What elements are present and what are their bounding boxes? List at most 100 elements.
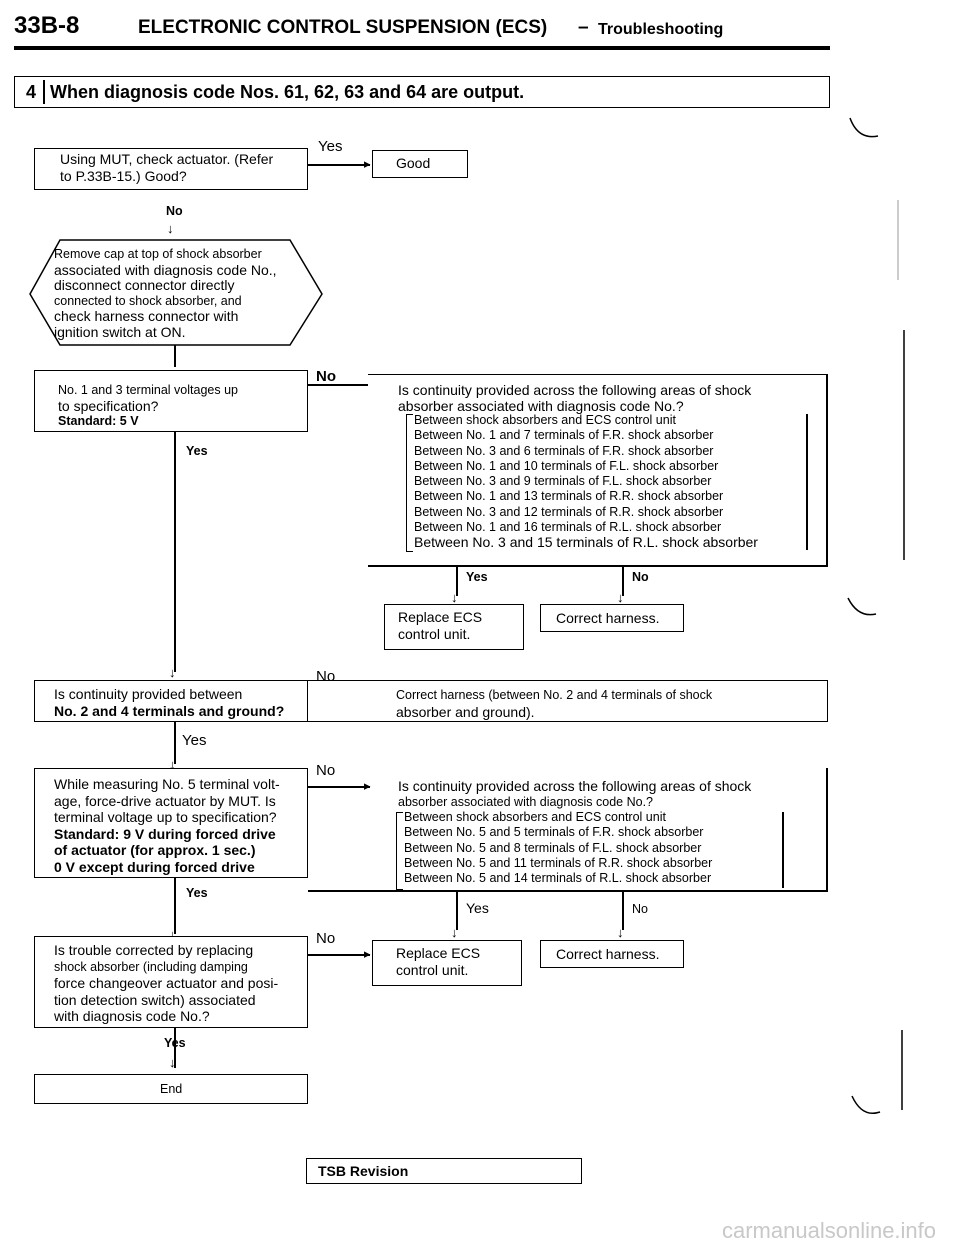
result-good xyxy=(372,150,468,178)
list-item: Between No. 5 and 11 terminals of R.R. s… xyxy=(404,855,713,870)
list-item: Between shock absorbers and ECS control … xyxy=(414,413,676,427)
replace-ecs-line1: Replace ECS xyxy=(398,609,483,625)
step5-no-line xyxy=(308,786,370,788)
step5-text: While measuring No. 5 terminal volt- age… xyxy=(54,776,280,875)
good-label: Good xyxy=(396,155,431,171)
step-replace-shock-absorber xyxy=(34,936,308,1028)
step2-down-line xyxy=(174,345,176,367)
replace-ecs2-line2: control unit. xyxy=(396,962,469,978)
list-item: Between shock absorbers and ECS control … xyxy=(404,810,666,824)
continuity2-right-edge xyxy=(826,768,828,891)
step5-yes-label: Yes xyxy=(186,886,208,900)
correct-harness-24-line2: absorber and ground). xyxy=(396,704,535,720)
step3-yes-line xyxy=(174,432,176,672)
step1-yes-label: Yes xyxy=(318,138,343,155)
tsb-revision-label: TSB Revision xyxy=(318,1163,409,1179)
continuity2-bracket xyxy=(396,812,403,890)
list-item: Between No. 1 and 13 terminals of R.R. s… xyxy=(414,489,724,504)
list-item: Between No. 1 and 10 terminals of F.L. s… xyxy=(414,458,719,473)
step6-no-line xyxy=(308,954,370,956)
section-number: 4 xyxy=(26,82,37,102)
arrow-down-icon: ↓ xyxy=(169,665,176,680)
watermark: carmanualsonline.info xyxy=(722,1218,937,1243)
step1-no-label: No xyxy=(166,204,183,218)
step6-yes-line xyxy=(174,1028,176,1068)
arrow-down-icon: ↓ xyxy=(451,925,458,940)
arrow-right-icon: ▸ xyxy=(364,778,371,793)
step3-yes-label: Yes xyxy=(186,444,208,458)
arrow-down-icon: ↓ xyxy=(169,927,176,942)
correct-harness-label-2: Correct harness. xyxy=(556,946,660,962)
section-divider xyxy=(43,80,45,104)
step3-no-label: No xyxy=(316,368,336,385)
step3-standard: Standard: 5 V xyxy=(58,414,139,428)
arrow-down-icon: ↓ xyxy=(167,221,174,236)
continuity2-bottom xyxy=(308,890,828,892)
continuity2-right-bracket xyxy=(782,812,784,888)
arrow-down-icon: ↓ xyxy=(169,757,176,772)
result-correct-harness-1 xyxy=(540,604,684,632)
c2-no-label: No xyxy=(632,902,648,916)
c1-yes-line xyxy=(456,566,458,596)
tsb-revision-box xyxy=(306,1158,582,1184)
list-item: Between No. 5 and 8 terminals of F.L. sh… xyxy=(404,840,702,855)
page-subtitle: Troubleshooting xyxy=(598,21,724,38)
list-item: Between No. 3 and 12 terminals of R.R. s… xyxy=(414,504,724,519)
continuity-check-1 xyxy=(368,374,828,566)
step2-text: Remove cap at top of shock absorber asso… xyxy=(54,247,277,340)
arrow-right-icon: ▸ xyxy=(364,946,371,961)
arrow-down-icon: ↓ xyxy=(617,925,624,940)
step5-yes-line xyxy=(174,878,176,934)
replace-ecs2-line1: Replace ECS xyxy=(396,945,481,961)
replace-ecs-line2: control unit. xyxy=(398,626,471,642)
arrow-down-icon: ↓ xyxy=(451,590,458,605)
result-replace-ecs-1 xyxy=(384,604,524,650)
step1-line1: Using MUT, check actuator. (Refer xyxy=(60,151,274,167)
result-correct-harness-24 xyxy=(308,680,828,722)
step1-line2: to P.33B-15.) Good? xyxy=(60,168,187,184)
step6-text: Is trouble corrected by replacing shock … xyxy=(54,942,279,1024)
list-item: Between No. 3 and 9 terminals of F.L. sh… xyxy=(414,474,712,489)
c2-yes-line xyxy=(456,890,458,930)
step-voltage-check xyxy=(34,370,308,432)
step6-no-label: No xyxy=(316,930,336,947)
step-end xyxy=(34,1074,308,1104)
continuity2-list: Between shock absorbers and ECS control … xyxy=(404,810,712,886)
list-item: Between No. 3 and 6 terminals of F.R. sh… xyxy=(414,443,714,458)
step-continuity-ground xyxy=(34,680,308,722)
arrow-down-icon: ↓ xyxy=(169,1055,176,1070)
continuity1-bracket xyxy=(406,414,413,552)
result-correct-harness-2 xyxy=(540,940,684,968)
title-dash: – xyxy=(578,17,589,38)
list-item: Between No. 3 and 15 terminals of R.L. s… xyxy=(414,534,758,551)
page-title: ELECTRONIC CONTROL SUSPENSION (ECS) xyxy=(138,17,548,38)
list-item: Between No. 1 and 16 terminals of R.L. s… xyxy=(414,520,722,535)
c2-no-line xyxy=(622,890,624,930)
continuity1-right-bracket xyxy=(806,414,808,550)
continuity1-title2: absorber associated with diagnosis code … xyxy=(398,398,684,414)
continuity1-right-edge xyxy=(826,374,828,566)
step5-no-label: No xyxy=(316,762,336,779)
step-check-actuator xyxy=(34,148,308,190)
section-heading xyxy=(14,76,830,108)
list-item: Between No. 5 and 14 terminals of R.L. s… xyxy=(404,871,712,886)
list-item: Between No. 5 and 5 terminals of F.R. sh… xyxy=(404,825,704,840)
step4-line2: No. 2 and 4 terminals and ground? xyxy=(54,703,285,719)
correct-harness-label-1: Correct harness. xyxy=(556,610,660,626)
list-item: Between No. 1 and 7 terminals of F.R. sh… xyxy=(414,428,714,443)
arrow-down-icon: ↓ xyxy=(617,590,624,605)
correct-harness-24-line1: Correct harness (between No. 2 and 4 ter… xyxy=(396,688,713,702)
end-label: End xyxy=(160,1082,183,1096)
step4-yes-label: Yes xyxy=(182,732,207,749)
result-replace-ecs-2 xyxy=(372,940,522,986)
continuity1-bottom xyxy=(368,565,828,567)
step1-yes-line xyxy=(308,164,370,166)
arrow-right-icon: ▸ xyxy=(364,156,371,171)
step3-no-line xyxy=(308,384,368,386)
continuity2-title2: absorber associated with diagnosis code … xyxy=(398,795,654,809)
header-rule xyxy=(14,46,830,50)
c1-no-label: No xyxy=(632,570,649,584)
continuity1-title1: Is continuity provided across the follow… xyxy=(398,382,752,398)
